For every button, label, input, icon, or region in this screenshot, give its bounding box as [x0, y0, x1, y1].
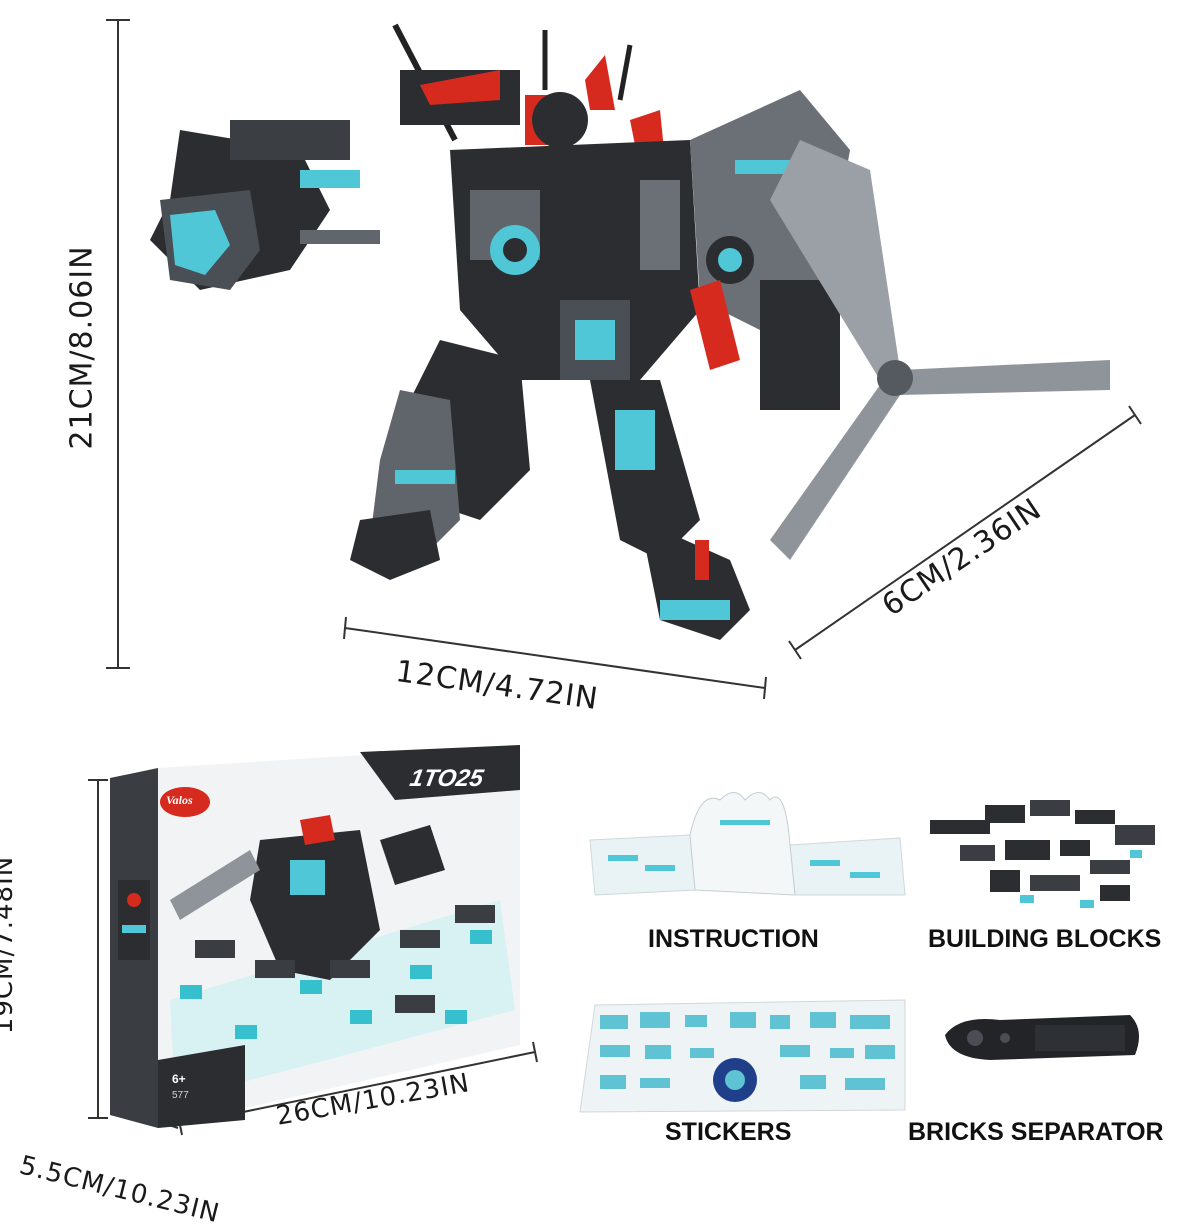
stickers-sheet-image [579, 999, 906, 1113]
building-blocks-image [930, 800, 1155, 908]
robot-right-arm [690, 90, 850, 410]
robot-figure [150, 23, 1110, 640]
box-brand-logo: Valos [166, 793, 193, 807]
box-age-badge: 6+ [172, 1072, 186, 1086]
dimension-lines [88, 19, 1142, 1136]
product-box [110, 745, 520, 1128]
robot-helicopter-arm [150, 23, 458, 290]
stickers-label: STICKERS [665, 1118, 792, 1146]
bricks-separator-label: BRICKS SEPARATOR [908, 1118, 1164, 1146]
instruction-label: INSTRUCTION [648, 925, 819, 953]
instruction-booklet-image [589, 792, 906, 896]
robot-torso [450, 140, 700, 380]
box-piece-count: 577 [172, 1090, 189, 1101]
robot-legs [350, 340, 750, 640]
robot-propeller [770, 140, 1110, 560]
bricks-separator-image [945, 1015, 1139, 1060]
building-blocks-label: BUILDING BLOCKS [928, 925, 1162, 953]
